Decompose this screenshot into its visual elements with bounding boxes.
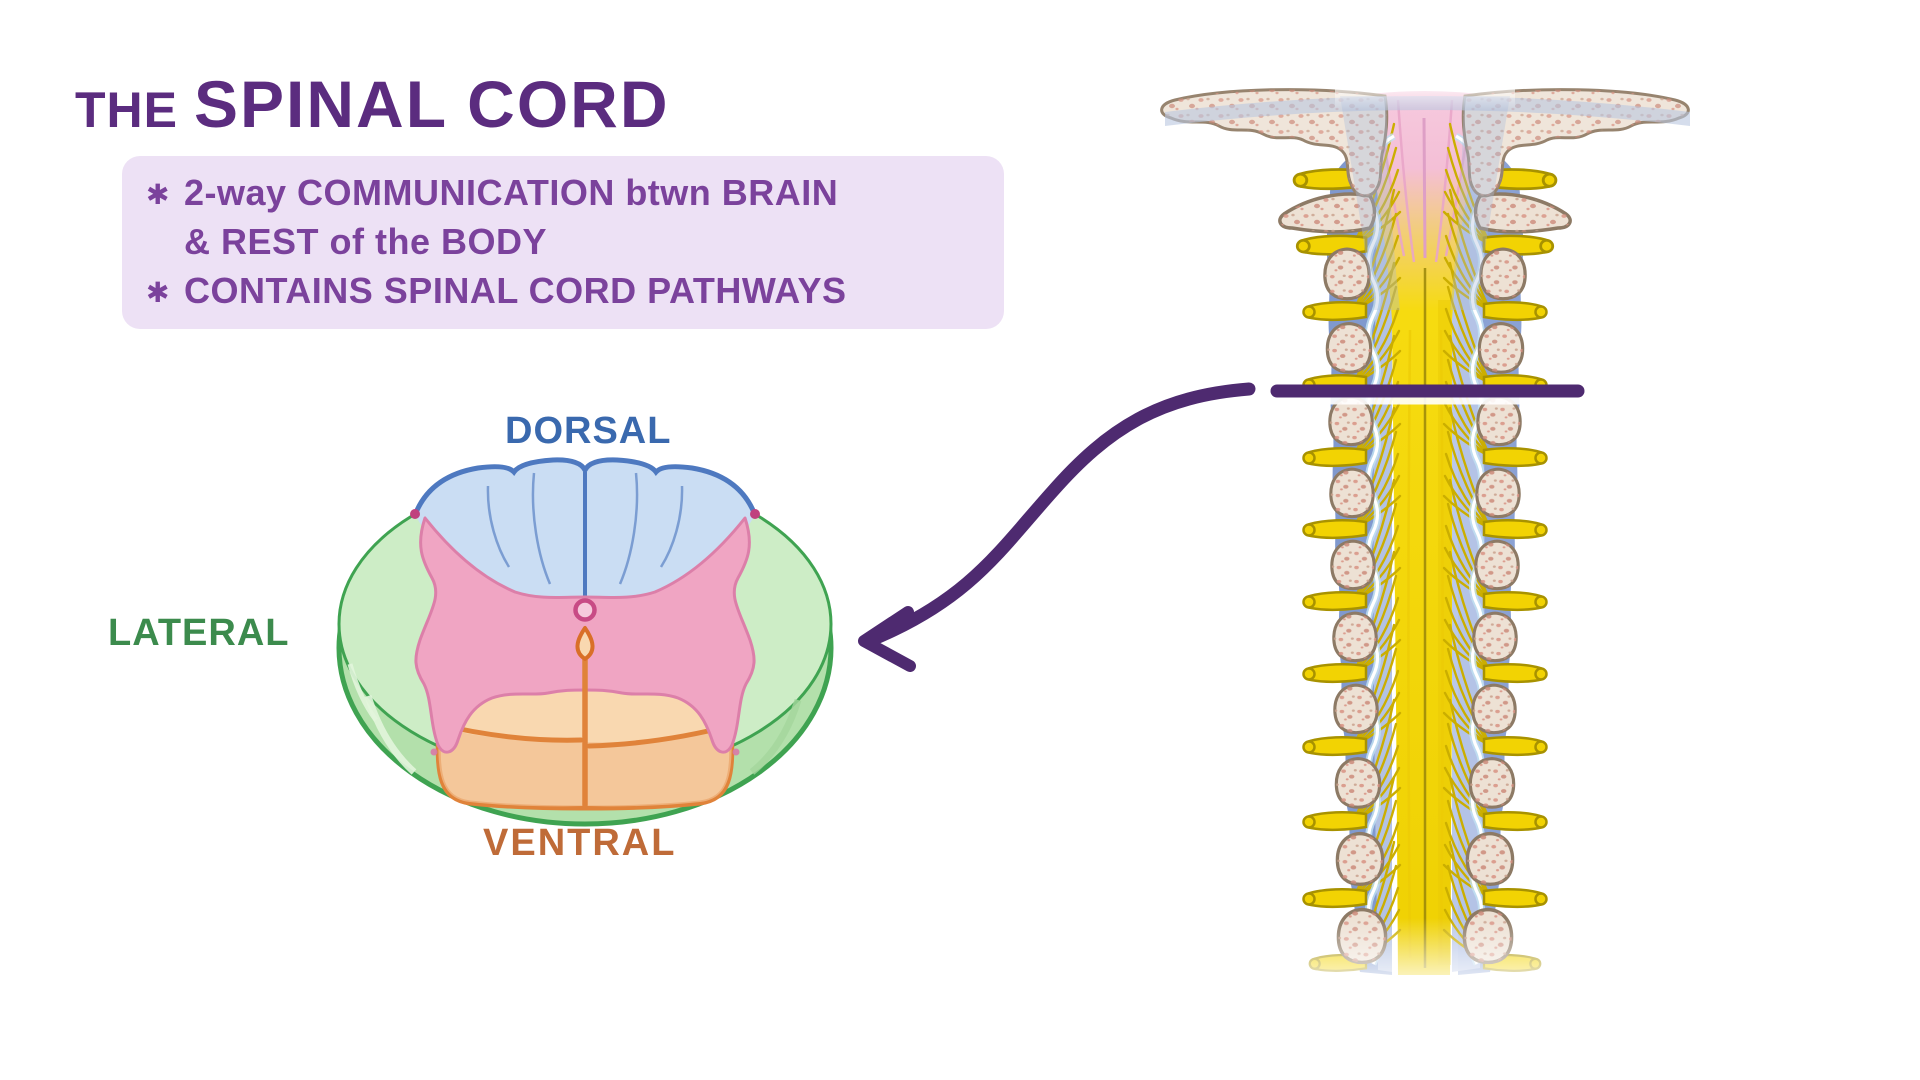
- vertebra: [1475, 467, 1521, 519]
- vertebra: [1323, 247, 1371, 301]
- dorsal-column-lines: [486, 472, 684, 585]
- note-line: CONTAINS SPINAL CORD PATHWAYS: [183, 270, 847, 311]
- rim-highlight: [364, 694, 417, 775]
- rim-shade: [749, 698, 802, 775]
- cord-streak: [1407, 329, 1412, 959]
- vertebra: [1465, 831, 1515, 886]
- junction-dot: [410, 509, 420, 519]
- central-canal: [573, 598, 597, 622]
- note-line: & REST of the BODY: [183, 221, 547, 262]
- dorsal-columns-outline: [412, 457, 758, 518]
- title-main: SPINAL CORD: [194, 67, 670, 141]
- lateral-label: LATERAL: [108, 612, 290, 654]
- rim-highlight: [347, 663, 379, 722]
- section-arrowhead: [858, 606, 916, 672]
- ventral-front-face: [438, 728, 583, 807]
- ventral-front-face: [587, 728, 732, 807]
- vertebra: [1325, 322, 1373, 374]
- bottom-cut: [1150, 1012, 1710, 1080]
- junction-dot: [430, 748, 438, 756]
- vertebra: [1479, 247, 1527, 301]
- title-prefix: THE: [75, 82, 178, 138]
- key-points-box: ✱ 2-way COMMUNICATION btwn BRAIN & REST …: [122, 156, 1004, 329]
- section-indicator: [858, 382, 1585, 672]
- fissure-teardrop: [575, 626, 595, 661]
- ventral-label: VENTRAL: [483, 822, 677, 864]
- spinal-cord-longitudinal-illustration: [1150, 78, 1710, 1080]
- spinal-cord-cross-section: [336, 457, 834, 827]
- vertebra: [1332, 611, 1378, 663]
- bullet-asterisk-icon: ✱: [146, 179, 170, 210]
- top-fade: [1335, 78, 1515, 110]
- vertebra: [1333, 683, 1379, 735]
- cord-streak: [1439, 329, 1444, 959]
- vertebra: [1329, 467, 1375, 519]
- note-item: ✱ CONTAINS SPINAL CORD PATHWAYS: [146, 266, 986, 317]
- median-sulcus-pink: [1422, 117, 1427, 259]
- vertebra: [1330, 539, 1376, 591]
- vertebra: [1477, 322, 1525, 374]
- junction-dot: [750, 509, 760, 519]
- dura-membrane-right: [1450, 96, 1510, 310]
- note-item: ✱ 2-way COMMUNICATION btwn BRAIN & REST …: [146, 168, 986, 266]
- vertebra: [1334, 757, 1382, 809]
- dura-membrane-left: [1340, 96, 1400, 310]
- junction-dot: [732, 748, 740, 756]
- vertebra: [1468, 757, 1516, 809]
- dura-membrane-top: [1165, 96, 1690, 126]
- vertebra: [1472, 611, 1518, 663]
- bottom-fade: [1290, 918, 1560, 1018]
- page-title: THE SPINAL CORD: [75, 66, 670, 142]
- note-line: 2-way COMMUNICATION btwn BRAIN: [183, 172, 839, 213]
- section-arrow: [869, 382, 1256, 645]
- bullet-asterisk-icon: ✱: [146, 277, 170, 308]
- dorsal-label: DORSAL: [505, 410, 672, 452]
- vertebra: [1474, 539, 1520, 591]
- vertebra: [1335, 831, 1385, 886]
- vertebra: [1471, 683, 1517, 735]
